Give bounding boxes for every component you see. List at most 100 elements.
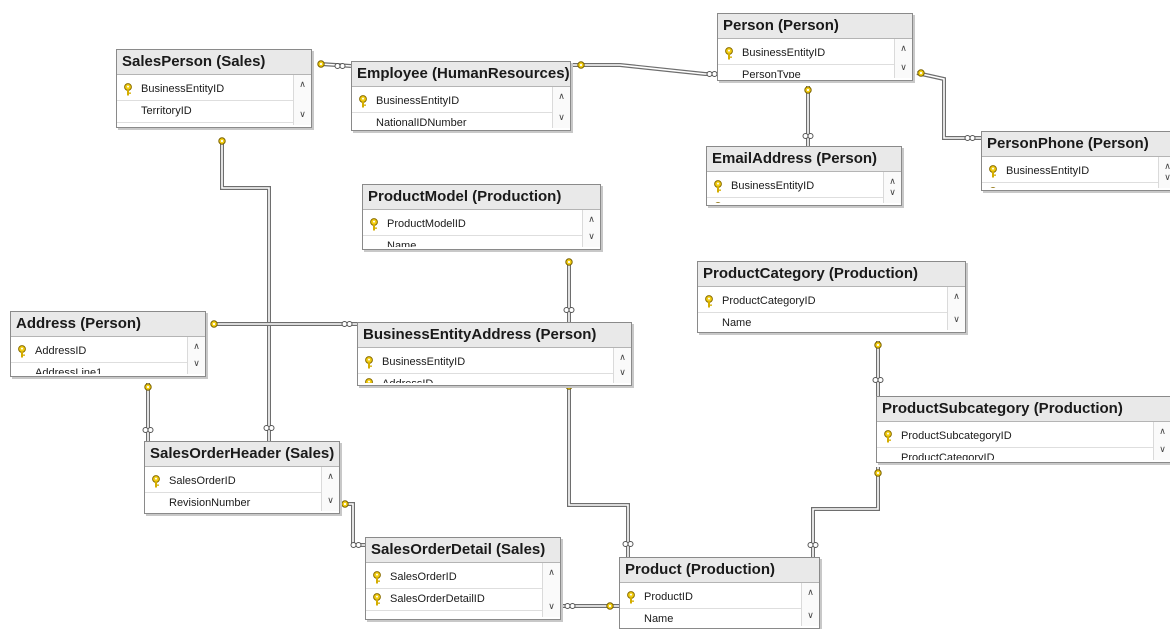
chevron-up-icon[interactable]: ∧ xyxy=(553,90,570,104)
scrollbar[interactable]: ∧∨ xyxy=(883,172,901,203)
column-row[interactable]: ProductCategoryID xyxy=(698,291,947,313)
table-personphone[interactable]: PersonPhone (Person)BusinessEntityIDPhon… xyxy=(981,131,1170,191)
column-row[interactable]: BusinessEntityID xyxy=(352,91,552,113)
table-title[interactable]: EmailAddress (Person) xyxy=(707,147,901,172)
column-row[interactable]: NationalIDNumber xyxy=(352,113,552,128)
column-row[interactable]: RevisionNumber xyxy=(145,493,321,511)
column-list[interactable]: BusinessEntityIDPhoneNumber∧∨ xyxy=(982,157,1170,188)
column-row[interactable]: TerritoryID xyxy=(117,101,293,123)
column-row[interactable]: Name xyxy=(620,609,801,626)
table-title[interactable]: Address (Person) xyxy=(11,312,205,337)
chevron-down-icon[interactable]: ∨ xyxy=(895,61,912,75)
scrollbar[interactable]: ∧∨ xyxy=(542,563,560,617)
table-employee[interactable]: Employee (HumanResources) BusinessEntityI… xyxy=(351,61,571,131)
table-title[interactable]: Employee (HumanResources) xyxy=(352,62,570,87)
relationship-businessentityaddress-product[interactable] xyxy=(569,384,628,557)
chevron-down-icon[interactable]: ∨ xyxy=(294,108,311,122)
column-row[interactable]: SalesOrderDetailID xyxy=(366,589,542,611)
chevron-down-icon[interactable]: ∨ xyxy=(1154,443,1170,457)
scrollbar[interactable]: ∧∨ xyxy=(1158,157,1170,188)
chevron-up-icon[interactable]: ∧ xyxy=(583,213,600,227)
chevron-down-icon[interactable]: ∨ xyxy=(553,111,570,125)
chevron-down-icon[interactable]: ∨ xyxy=(322,494,339,508)
scrollbar[interactable]: ∧∨ xyxy=(187,337,205,374)
column-row[interactable]: SalesOrderID xyxy=(366,567,542,589)
chevron-down-icon[interactable]: ∨ xyxy=(543,600,560,614)
column-row[interactable]: ProductModelID xyxy=(363,214,582,236)
scrollbar[interactable]: ∧∨ xyxy=(552,87,570,128)
table-title[interactable]: ProductModel (Production) xyxy=(363,185,600,210)
column-row[interactable]: SalesOrderID xyxy=(145,471,321,493)
column-list[interactable]: BusinessEntityIDAddressID∧∨ xyxy=(358,348,631,383)
chevron-down-icon[interactable]: ∨ xyxy=(1159,171,1170,185)
column-row[interactable]: BusinessEntityID xyxy=(358,352,613,374)
table-title[interactable]: Person (Person) xyxy=(718,14,912,39)
column-list[interactable]: BusinessEntityIDEmailAddressID∧∨ xyxy=(707,172,901,203)
column-row[interactable]: ProductCategoryID xyxy=(877,448,1153,460)
column-row[interactable]: AddressID xyxy=(11,341,187,363)
column-row[interactable]: BusinessEntityID xyxy=(982,161,1158,183)
column-row[interactable]: EmailAddressID xyxy=(707,198,883,203)
scrollbar[interactable]: ∧∨ xyxy=(321,467,339,511)
scrollbar[interactable]: ∧∨ xyxy=(1153,422,1170,460)
chevron-up-icon[interactable]: ∧ xyxy=(948,290,965,304)
column-row[interactable]: Name xyxy=(363,236,582,247)
chevron-up-icon[interactable]: ∧ xyxy=(802,586,819,600)
column-row[interactable]: BusinessEntityID xyxy=(707,176,883,198)
table-emailaddress[interactable]: EmailAddress (Person)BusinessEntityIDEma… xyxy=(706,146,902,206)
scrollbar[interactable]: ∧∨ xyxy=(801,583,819,626)
table-businessentityaddress[interactable]: BusinessEntityAddress (Person)BusinessEn… xyxy=(357,322,632,386)
relationship-productsubcategory-product[interactable] xyxy=(813,467,878,557)
relationship-salesperson-salesorderheader[interactable] xyxy=(222,141,269,441)
relationship-salesorderheader-salesorderdetail[interactable] xyxy=(343,504,365,545)
table-productcategory[interactable]: ProductCategory (Production) ProductCateg… xyxy=(697,261,966,333)
table-productsubcategory[interactable]: ProductSubcategory (Production)ProductSu… xyxy=(876,396,1170,463)
column-row[interactable]: Name xyxy=(698,313,947,330)
chevron-down-icon[interactable]: ∨ xyxy=(583,230,600,244)
chevron-up-icon[interactable]: ∧ xyxy=(895,42,912,56)
table-title[interactable]: PersonPhone (Person) xyxy=(982,132,1170,157)
column-row[interactable]: AddressLine1 xyxy=(11,363,187,374)
scrollbar[interactable]: ∧∨ xyxy=(293,75,311,125)
chevron-up-icon[interactable]: ∧ xyxy=(322,470,339,484)
column-row[interactable]: PhoneNumber xyxy=(982,183,1158,188)
column-row[interactable]: AddressID xyxy=(358,374,613,383)
table-title[interactable]: ProductCategory (Production) xyxy=(698,262,965,287)
column-row[interactable]: BusinessEntityID xyxy=(718,43,894,65)
table-title[interactable]: BusinessEntityAddress (Person) xyxy=(358,323,631,348)
column-row[interactable]: BusinessEntityID xyxy=(117,79,293,101)
chevron-up-icon[interactable]: ∧ xyxy=(543,566,560,580)
column-row[interactable]: ProductSubcategoryID xyxy=(877,426,1153,448)
chevron-down-icon[interactable]: ∨ xyxy=(948,313,965,327)
scrollbar[interactable]: ∧∨ xyxy=(894,39,912,78)
chevron-down-icon[interactable]: ∨ xyxy=(802,609,819,623)
column-row[interactable]: ProductID xyxy=(620,587,801,609)
chevron-up-icon[interactable]: ∧ xyxy=(188,340,205,354)
chevron-up-icon[interactable]: ∧ xyxy=(294,78,311,92)
table-title[interactable]: ProductSubcategory (Production) xyxy=(877,397,1170,422)
chevron-down-icon[interactable]: ∨ xyxy=(614,366,631,380)
scrollbar[interactable]: ∧∨ xyxy=(947,287,965,330)
relationship-person-personphone[interactable] xyxy=(917,73,981,138)
table-title[interactable]: SalesOrderHeader (Sales) xyxy=(145,442,339,467)
table-title[interactable]: SalesOrderDetail (Sales) xyxy=(366,538,560,563)
table-title[interactable]: SalesPerson (Sales) xyxy=(117,50,311,75)
chevron-down-icon[interactable]: ∨ xyxy=(188,357,205,371)
